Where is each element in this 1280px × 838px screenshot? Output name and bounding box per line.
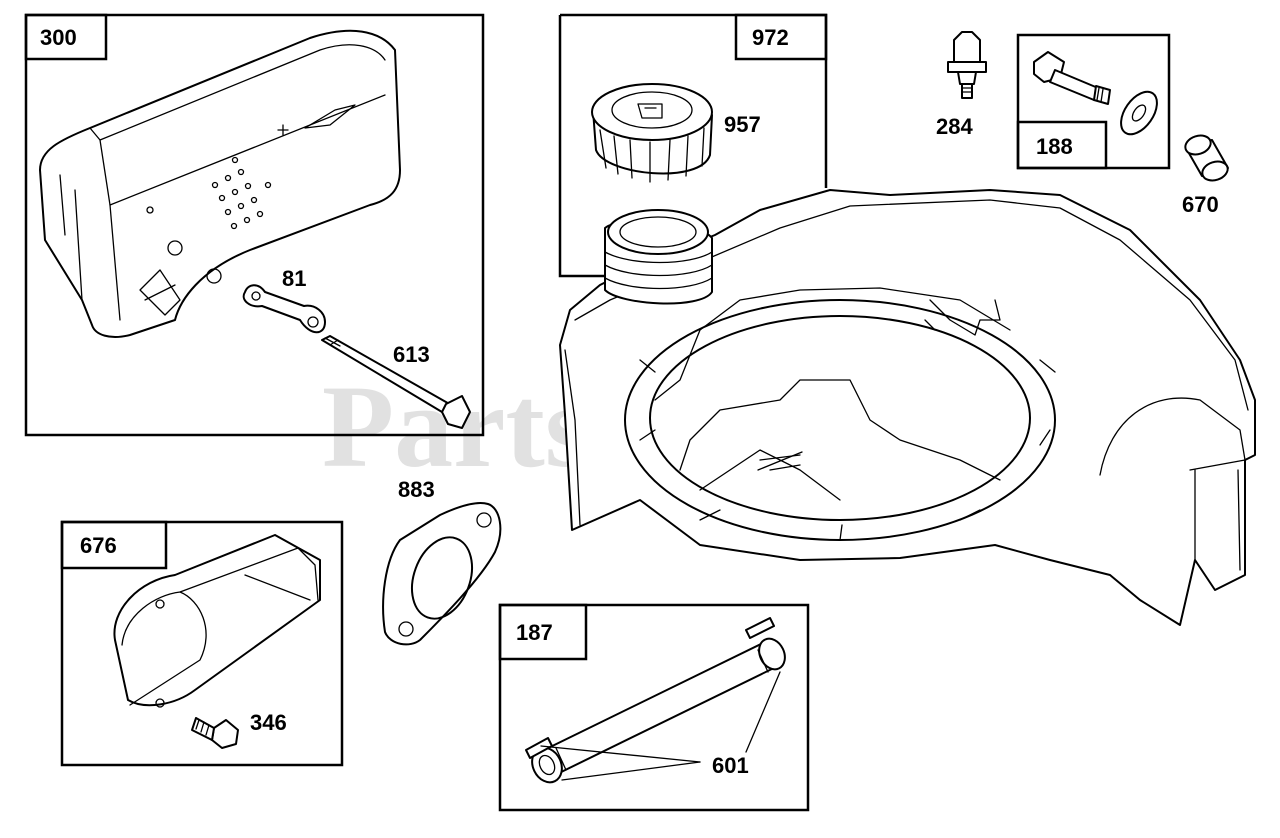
washer-81 bbox=[242, 284, 326, 334]
blower-housing-tank bbox=[559, 189, 1256, 626]
group-300-label: 300 bbox=[40, 25, 77, 50]
muffler-drawing bbox=[39, 29, 401, 338]
fuel-cap-957 bbox=[591, 83, 713, 183]
leader-601 bbox=[540, 671, 781, 781]
guard-drawing bbox=[113, 534, 321, 708]
group-676-label-box bbox=[60, 520, 168, 570]
callout-883: 883 bbox=[398, 477, 435, 502]
group-187-label: 187 bbox=[516, 620, 553, 645]
group-187-breather: 187 601 bbox=[498, 603, 810, 812]
stud-613 bbox=[321, 335, 471, 429]
group-676-guard: 676 346 bbox=[60, 520, 344, 767]
group-300-muffler: 300 81 bbox=[24, 13, 485, 437]
callout-601: 601 bbox=[712, 753, 749, 778]
spacer-670 bbox=[1184, 134, 1229, 182]
group-187-label-box bbox=[498, 603, 588, 661]
group-188-label-box bbox=[1016, 120, 1108, 170]
group-300-frame bbox=[24, 13, 485, 437]
gasket-883 bbox=[382, 502, 502, 646]
callout-957: 957 bbox=[724, 112, 761, 137]
group-676-frame bbox=[60, 520, 344, 767]
group-187-frame bbox=[498, 603, 810, 812]
callout-613: 613 bbox=[393, 342, 430, 367]
callout-670: 670 bbox=[1182, 192, 1219, 217]
group-188-label: 188 bbox=[1036, 134, 1073, 159]
callout-346: 346 bbox=[250, 710, 287, 735]
callout-284: 284 bbox=[936, 114, 973, 139]
breather-tube bbox=[525, 617, 786, 784]
shoulder-screw bbox=[1033, 51, 1111, 105]
screw-346 bbox=[191, 717, 239, 749]
bolt-284 bbox=[947, 31, 987, 99]
group-972-label: 972 bbox=[752, 25, 789, 50]
group-188: 188 bbox=[1016, 33, 1171, 170]
group-300-label-box bbox=[24, 13, 108, 61]
callout-81: 81 bbox=[282, 266, 306, 291]
group-972-fuel-cap: 972 957 bbox=[558, 13, 828, 278]
group-676-label: 676 bbox=[80, 533, 117, 558]
flat-washer bbox=[1120, 90, 1158, 136]
group-972-label-box bbox=[734, 13, 828, 61]
